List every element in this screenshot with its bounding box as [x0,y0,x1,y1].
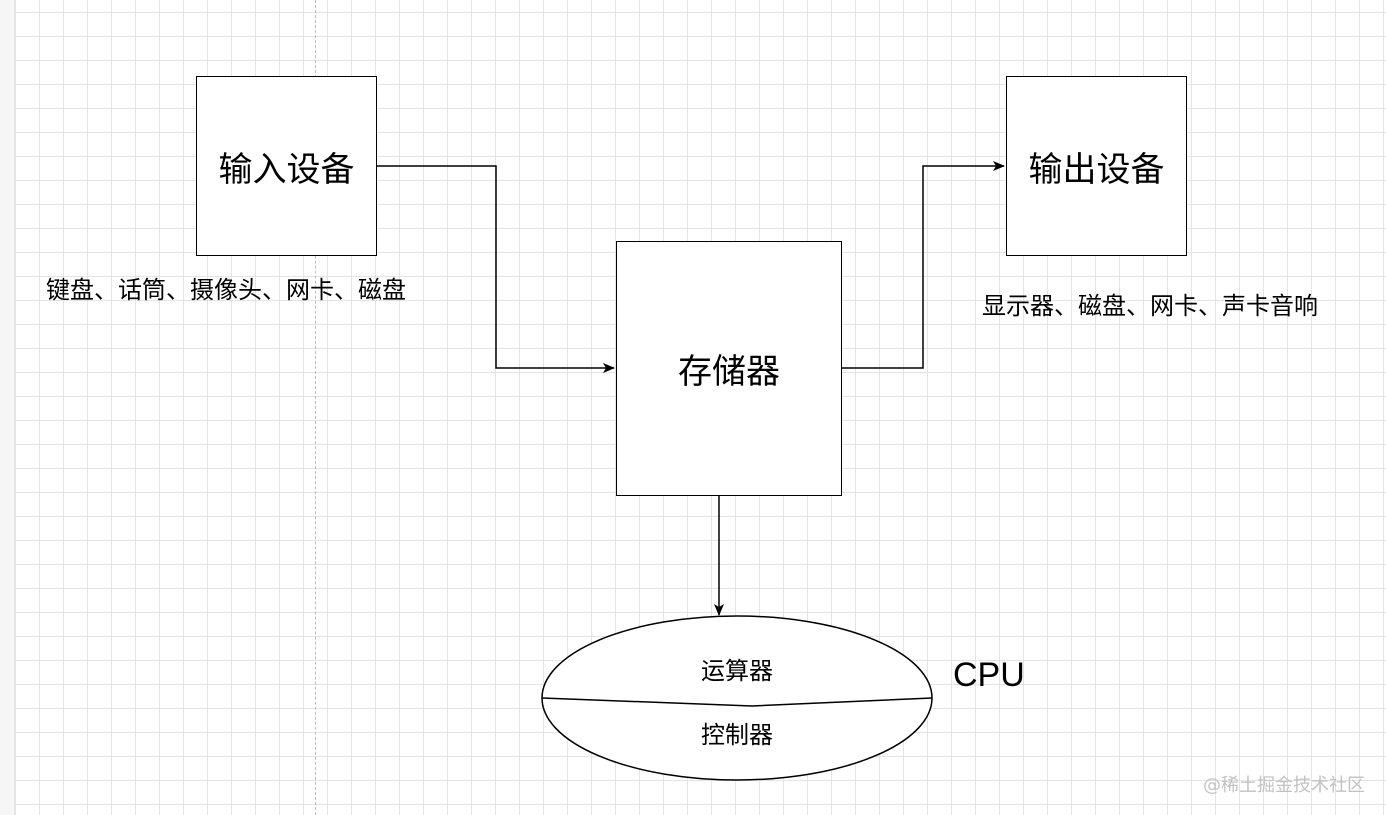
memory-box: 存储器 [616,241,842,496]
alu-label: 运算器 [701,657,773,685]
cpu-ellipse [541,615,933,781]
input-device-label: 输入设备 [218,149,355,190]
control-unit-label: 控制器 [701,721,773,749]
arrow-input-to-memory [377,165,615,373]
watermark: @稀土掘金技术社区 [1203,775,1365,796]
memory-label: 存储器 [678,352,780,392]
output-device-label: 输出设备 [1028,149,1165,190]
arrow-memory-to-output [842,161,1005,369]
cpu-label: CPU [953,656,1025,694]
input-device-box: 输入设备 [196,76,377,256]
page-break-line [315,0,316,815]
cpu-divider-line [541,697,933,707]
output-device-examples: 显示器、磁盘、网卡、声卡音响 [982,292,1318,320]
output-device-box: 输出设备 [1006,76,1187,256]
left-ruler-strip [0,0,15,815]
input-device-examples: 键盘、话筒、摄像头、网卡、磁盘 [46,276,406,304]
